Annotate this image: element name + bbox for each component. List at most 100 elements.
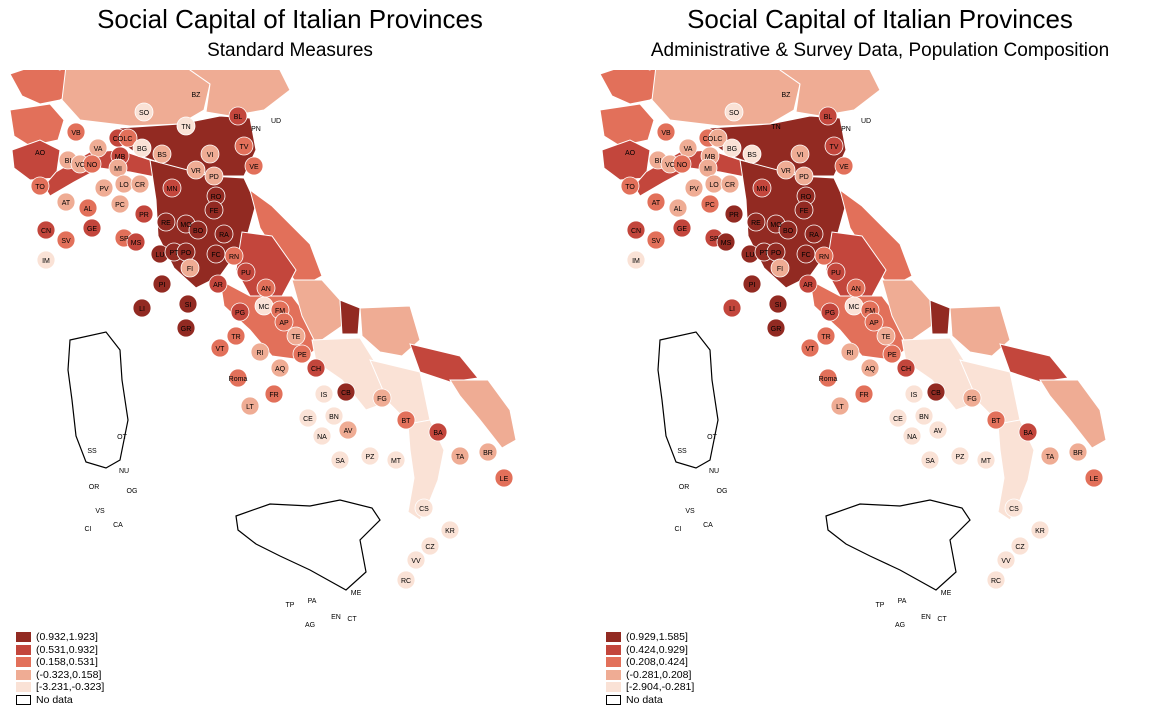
province-label: AR (213, 282, 223, 289)
province-label: SP (709, 236, 719, 243)
province-label: Roma (819, 376, 838, 383)
province-label: FM (865, 308, 875, 315)
province-vr (776, 160, 796, 180)
province-fg (372, 388, 392, 408)
region-salento (1039, 379, 1107, 449)
province-label: PO (181, 250, 192, 257)
province-label: PG (825, 310, 835, 317)
province-label: IS (911, 392, 918, 399)
map-subtitle: Standard Measures (207, 40, 373, 61)
region-cn (601, 139, 651, 181)
legend-label: (0.932,1.923] (36, 631, 98, 644)
province-label: AP (869, 320, 879, 327)
province-tr (226, 326, 246, 346)
province-label: VR (781, 168, 791, 175)
province-label: FR (859, 392, 868, 399)
region-lig (633, 149, 751, 197)
province-vv (996, 550, 1016, 570)
legend-item: (0.929,1.585] (606, 631, 694, 644)
province-no (82, 154, 102, 174)
legend-label: (0.208,0.424] (626, 656, 688, 669)
province-label: TP (876, 602, 885, 609)
province-label: TA (1046, 454, 1055, 461)
province-label: BN (919, 414, 929, 421)
province-label: Roma (229, 376, 248, 383)
province-label: VC (75, 162, 85, 169)
province-ri (840, 342, 860, 362)
province-label: MC (849, 304, 860, 311)
province-ra (214, 224, 234, 244)
province-im (36, 250, 56, 270)
legend-swatch (606, 632, 621, 643)
province-bn (914, 406, 934, 426)
province-so (134, 102, 154, 122)
province-label: CS (1009, 506, 1019, 513)
province-cr (130, 174, 150, 194)
province-roma (818, 368, 838, 388)
province-vi (200, 144, 220, 164)
province-bn (324, 406, 344, 426)
province-label: ME (941, 590, 952, 597)
province-is (904, 384, 924, 404)
province-mt (386, 450, 406, 470)
province-pi (152, 274, 172, 294)
legend-swatch (606, 669, 621, 680)
province-ba (428, 422, 448, 442)
province-tn (176, 116, 196, 136)
province-pe (882, 344, 902, 364)
province-label: LT (246, 404, 254, 411)
province-label: TA (456, 454, 465, 461)
province-pu (236, 262, 256, 282)
province-label: FC (801, 252, 810, 259)
province-cs (1004, 498, 1024, 518)
province-label: CO (113, 136, 124, 143)
province-aq (860, 358, 880, 378)
province-label: VI (797, 152, 804, 159)
province-label: PA (898, 598, 907, 605)
province-label: BT (992, 418, 1002, 425)
province-label: TR (231, 334, 240, 341)
province-bs (742, 144, 762, 164)
province-label: SI (185, 302, 192, 309)
province-label: CT (347, 616, 357, 623)
province-al (78, 198, 98, 218)
province-rn (224, 246, 244, 266)
province-at (646, 192, 666, 212)
province-label: BG (727, 146, 737, 153)
province-label: TV (240, 144, 249, 151)
province-al (668, 198, 688, 218)
province-label: RN (229, 254, 239, 261)
province-label: AT (652, 200, 661, 207)
province-label: PI (749, 282, 756, 289)
legend-label: (-0.323,0.158] (36, 668, 102, 681)
province-lt (240, 396, 260, 416)
province-label: PD (209, 174, 219, 181)
province-label: AQ (275, 366, 286, 373)
province-label: MN (167, 186, 178, 193)
legend-swatch (16, 694, 31, 705)
province-label: TE (882, 334, 891, 341)
province-mn (752, 178, 772, 198)
province-label: VV (411, 558, 421, 565)
province-label: MB (115, 154, 126, 161)
province-label: SS (87, 448, 97, 455)
province-label: LO (119, 182, 129, 189)
province-pe (292, 344, 312, 364)
province-label: PV (99, 186, 109, 193)
map-subtitle: Administrative & Survey Data, Population… (650, 40, 1110, 61)
province-le (494, 468, 514, 488)
province-label: IS (321, 392, 328, 399)
map-title: Social Capital of Italian Provinces (97, 4, 483, 34)
province-label: BZ (192, 92, 202, 99)
province-pg (230, 302, 250, 322)
province-mn (162, 178, 182, 198)
province-ce (888, 408, 908, 428)
legend-label: (0.531,0.932] (36, 643, 98, 656)
province-rn (814, 246, 834, 266)
province-cn (36, 220, 56, 240)
province-pu (826, 262, 846, 282)
province-label: BL (824, 114, 833, 121)
province-label: OG (127, 488, 138, 495)
province-label: TV (830, 144, 839, 151)
province-label: AP (279, 320, 289, 327)
